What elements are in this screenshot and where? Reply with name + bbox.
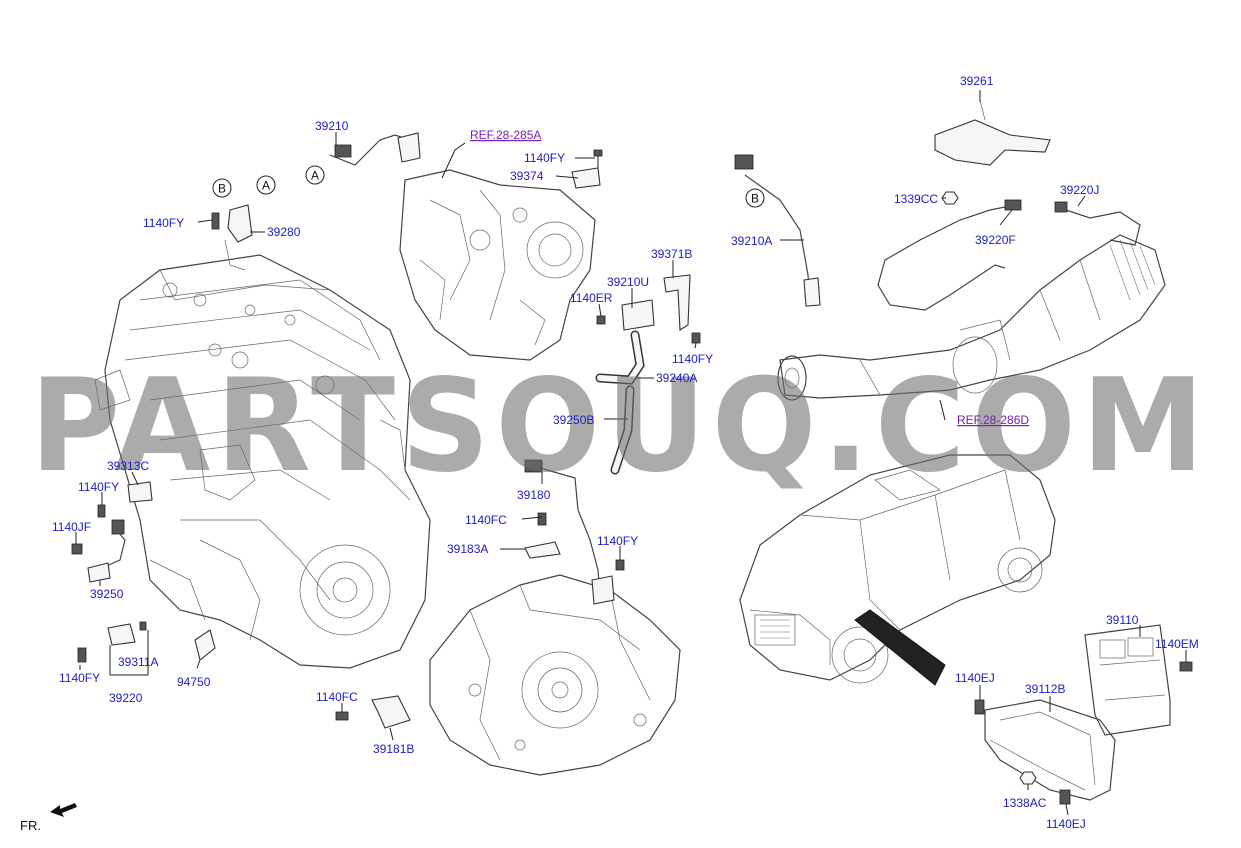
part-label-39240a[interactable]: 39240A — [656, 371, 697, 385]
part-label-1339cc[interactable]: 1339CC — [894, 192, 938, 206]
transmission-illustration — [429, 574, 681, 776]
part-label-1140fy-hose[interactable]: 1140FY — [672, 352, 713, 366]
catalytic-converter-illustration — [777, 234, 1166, 401]
part-label-39220j[interactable]: 39220J — [1060, 183, 1099, 197]
turbocharger-illustration — [399, 169, 596, 361]
part-label-39313c[interactable]: 39313C — [107, 459, 149, 473]
callout-circle-b-top: B — [212, 178, 232, 198]
part-label-39181b[interactable]: 39181B — [373, 742, 414, 756]
part-label-39311a[interactable]: 39311A — [118, 655, 158, 669]
svg-text:A: A — [311, 169, 319, 183]
part-label-39180[interactable]: 39180 — [517, 488, 551, 502]
svg-text:B: B — [218, 182, 226, 196]
part-label-1140fc-bracket[interactable]: 1140FC — [316, 690, 358, 704]
part-label-1140fy-turbo[interactable]: 1140FY — [524, 151, 565, 165]
part-label-1140fy-sensor[interactable]: 1140FY — [597, 534, 638, 548]
sensors-and-harness-illustration — [71, 99, 1193, 805]
ref-link-28-286d[interactable]: REF.28-286D — [957, 413, 1029, 427]
part-label-39110[interactable]: 39110 — [1106, 613, 1139, 627]
front-arrow-icon — [50, 803, 77, 817]
part-label-39210u[interactable]: 39210U — [607, 275, 649, 289]
part-label-1140fy-lower[interactable]: 1140FY — [59, 671, 100, 685]
part-label-39220[interactable]: 39220 — [109, 691, 143, 705]
watermark-text: PARTSOUQ.COM — [30, 352, 1210, 501]
part-label-1140em[interactable]: 1140EM — [1155, 637, 1199, 651]
part-label-1140er[interactable]: 1140ER — [570, 291, 613, 305]
callout-circle-a-top: A — [256, 175, 276, 195]
part-label-1140ej-upper[interactable]: 1140EJ — [955, 671, 995, 685]
callout-circle-b-exhaust: B — [745, 188, 765, 208]
front-direction-indicator: FR. — [20, 803, 77, 833]
ecu-bracket-illustration — [984, 699, 1116, 801]
part-label-39261[interactable]: 39261 — [960, 74, 994, 88]
ref-link-28-285a[interactable]: REF.28-285A — [470, 128, 541, 142]
callout-circle-a-turbo: A — [305, 165, 325, 185]
part-label-1140fy-bracket[interactable]: 1140FY — [143, 216, 184, 230]
svg-text:B: B — [751, 192, 759, 206]
part-label-39374[interactable]: 39374 — [510, 169, 544, 183]
part-label-39112b[interactable]: 39112B — [1025, 682, 1065, 696]
part-label-39210[interactable]: 39210 — [315, 119, 349, 133]
part-label-1338ac[interactable]: 1338AC — [1003, 796, 1047, 810]
part-label-39220f[interactable]: 39220F — [975, 233, 1016, 247]
part-label-39371b[interactable]: 39371B — [651, 247, 692, 261]
part-label-94750[interactable]: 94750 — [177, 675, 211, 689]
ecu-illustration — [1084, 624, 1171, 736]
part-label-39250b[interactable]: 39250B — [553, 413, 594, 427]
part-label-39250[interactable]: 39250 — [90, 587, 124, 601]
front-label: FR. — [20, 818, 41, 833]
part-label-1140ej-lower[interactable]: 1140EJ — [1046, 817, 1086, 831]
svg-text:A: A — [262, 179, 270, 193]
part-label-39280[interactable]: 39280 — [267, 225, 301, 239]
part-label-39210a[interactable]: 39210A — [731, 234, 772, 248]
leader-lines — [75, 90, 1187, 816]
part-label-1140jf[interactable]: 1140JF — [52, 520, 91, 534]
vehicle-illustration — [739, 454, 1056, 686]
part-label-39183a[interactable]: 39183A — [447, 542, 488, 556]
part-label-1140fy-left[interactable]: 1140FY — [78, 480, 119, 494]
part-label-1140fc-sensor[interactable]: 1140FC — [465, 513, 507, 527]
